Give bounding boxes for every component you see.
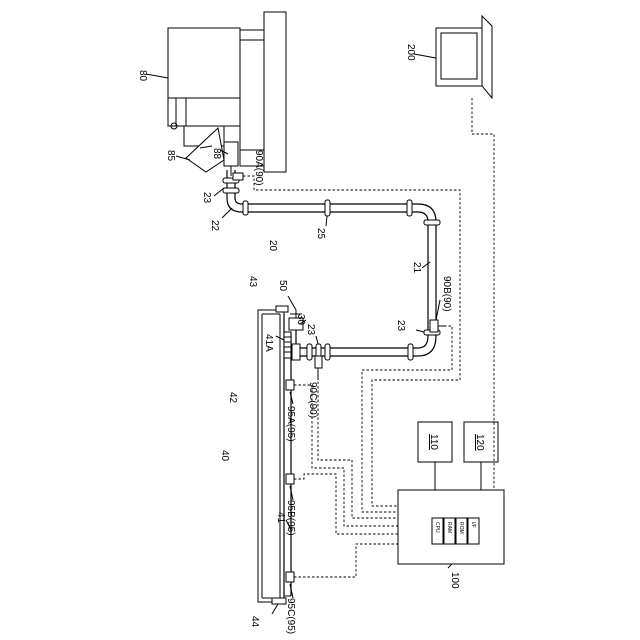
sensor-95b [286,474,294,484]
sensor-90c [315,356,322,368]
label-40: 40 [219,450,230,462]
label-44: 44 [249,616,260,628]
label-88: 88 [211,148,222,160]
label-90a: 90A(90) [253,150,264,186]
label-23-mid: 23 [305,324,316,336]
label-30: 30 [295,314,306,326]
label-43: 43 [247,276,258,288]
label-23-right: 23 [395,320,406,332]
label-90b: 90B(90) [441,276,452,312]
label-50: 50 [277,280,288,292]
box-110 [418,422,452,490]
label-120: 120 [474,434,485,451]
label-100: 100 [449,572,460,589]
chip-cpu: CPU [434,522,440,533]
label-23-top: 23 [201,192,212,204]
label-42: 42 [227,392,238,404]
sensor-90b [430,320,444,332]
sensor-95a [286,380,294,390]
label-41a: 41A [263,334,274,352]
label-200: 200 [405,44,416,61]
nozzle-88 [224,142,238,176]
label-85: 85 [165,150,176,162]
chip-if: I/F [470,522,476,528]
chip-rom: ROM [458,522,464,534]
label-95a: 95A(95) [285,406,296,442]
label-41: 41 [275,512,286,524]
computer-200 [436,16,492,98]
box-120 [464,422,498,490]
label-22: 22 [209,220,220,232]
label-110: 110 [428,434,439,450]
label-25: 25 [315,228,326,240]
pipe-couplings [223,178,440,360]
label-80: 80 [137,70,148,82]
sensor-90a [233,173,243,180]
sensor-95c [286,572,294,582]
label-95c: 95C(95) [285,598,296,634]
label-21: 21 [411,262,422,274]
label-90c: 90C(90) [307,382,318,418]
label-20: 20 [267,240,278,252]
chip-ram: RAM [446,522,452,533]
